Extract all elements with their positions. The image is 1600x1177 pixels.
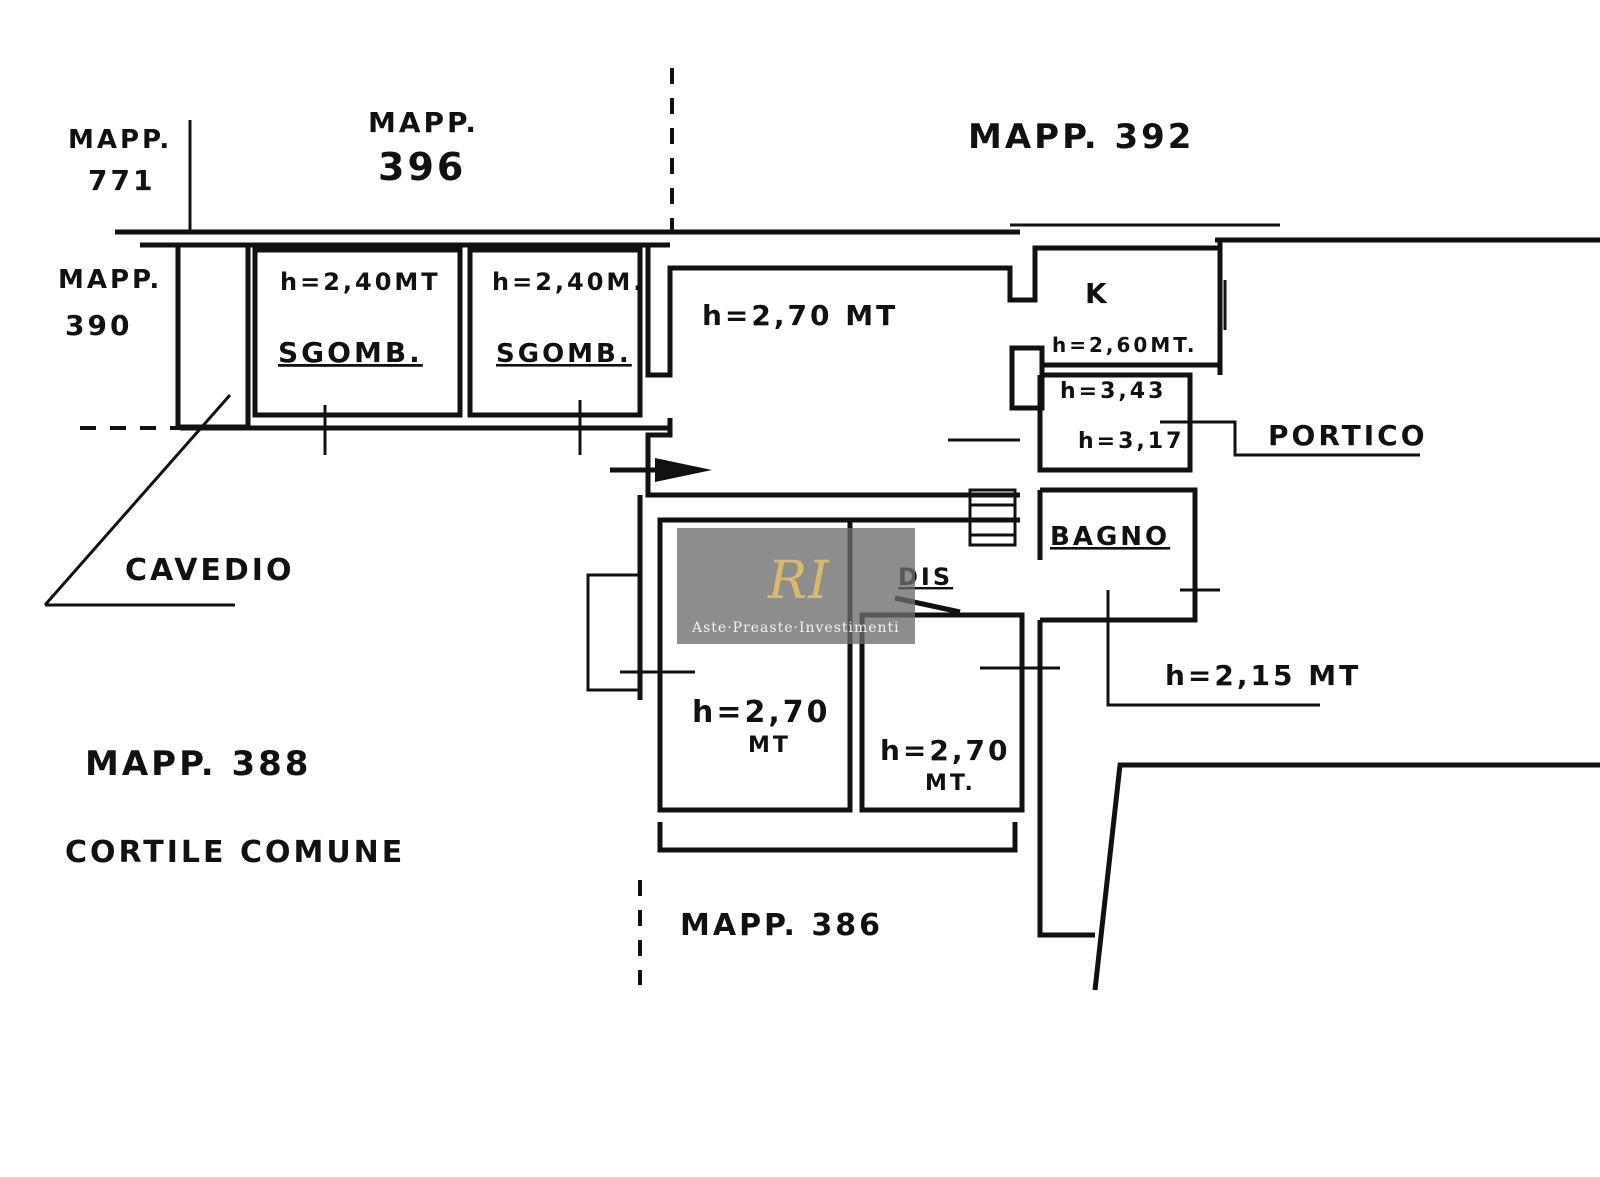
label-cavedio: CAVEDIO — [125, 553, 294, 588]
bedroom-left — [657, 517, 853, 813]
storage-room-2 — [467, 247, 643, 418]
portico-leader — [1160, 420, 1420, 457]
label-mapp-771-a: MAPP. — [68, 125, 172, 155]
label-mapp-390-a: MAPP. — [58, 265, 162, 295]
label-mapp-386: MAPP. 386 — [680, 908, 883, 943]
small-room — [1037, 372, 1193, 473]
bedroom-right — [859, 612, 1025, 813]
labels: MAPP. 771 MAPP. 396 MAPP. 392 MAPP. 390 … — [58, 106, 1428, 943]
label-bagno: BAGNO — [1050, 522, 1170, 552]
main-room-bottom — [645, 418, 1020, 498]
label-sgomb-b: SGOMB. — [496, 339, 632, 369]
label-mapp-390-b: 390 — [65, 309, 132, 342]
label-cortile-comune: CORTILE COMUNE — [65, 835, 405, 870]
label-h-317: h=3,17 — [1078, 429, 1184, 454]
cavedio-leader — [43, 394, 232, 606]
south-bedroom-wall — [657, 822, 1018, 853]
label-h-343: h=3,43 — [1060, 379, 1166, 404]
watermark: RI Aste·Preaste·Investimenti — [677, 528, 915, 644]
label-mapp-388: MAPP. 388 — [85, 744, 311, 784]
entrance-arrow — [655, 458, 712, 482]
label-h-270-left-b: MT — [748, 733, 791, 758]
label-h-240-b: h=2,40M. — [492, 268, 645, 296]
bagno-walls — [1040, 487, 1198, 623]
label-sgomb-a: SGOMB. — [278, 336, 423, 369]
label-mapp-396-a: MAPP. — [368, 106, 479, 139]
label-h-215: h=2,15 MT — [1165, 659, 1361, 692]
watermark-text: Aste·Preaste·Investimenti — [691, 620, 900, 636]
label-portico: PORTICO — [1268, 419, 1428, 452]
label-h-270-right-a: h=2,70 — [880, 734, 1010, 767]
label-mapp-392: MAPP. 392 — [968, 117, 1194, 157]
cavedio-passage — [175, 242, 251, 430]
window-bay — [586, 573, 640, 692]
watermark-box — [677, 528, 915, 644]
label-h-270-left-a: h=2,70 — [692, 695, 831, 730]
label-h-260: h=2,60MT. — [1052, 333, 1197, 357]
label-h-270-right-b: MT. — [925, 771, 976, 796]
storage-room-1 — [252, 247, 463, 418]
label-h-240-a: h=2,40MT — [280, 268, 441, 296]
watermark-logo: RI — [767, 551, 830, 611]
h215-leader — [1106, 590, 1320, 707]
east-lower-wall — [1037, 620, 1095, 938]
label-h-270-main: h=2,70 MT — [702, 299, 898, 332]
label-k: K — [1085, 277, 1110, 310]
east-annex — [1092, 762, 1600, 991]
label-mapp-396-b: 396 — [378, 145, 466, 189]
boundary-lines — [80, 68, 1280, 985]
label-mapp-771-b: 771 — [88, 164, 155, 197]
